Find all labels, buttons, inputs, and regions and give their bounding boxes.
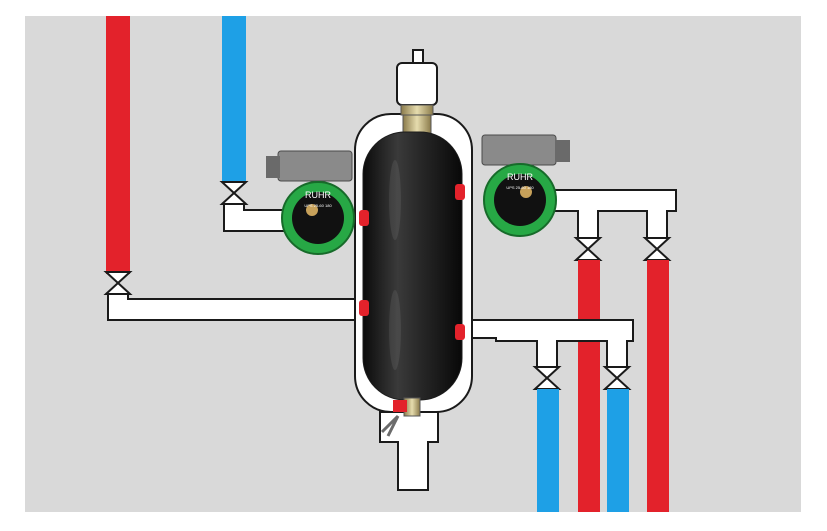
drain-valve-icon — [380, 397, 421, 437]
pump-left-model: UPS 25-60 180 — [304, 203, 332, 208]
cold-pipe-right-a — [537, 389, 559, 512]
valve-icon — [532, 366, 562, 390]
pump-right-brand: RUHR — [507, 172, 533, 182]
cold-pipe-right-b — [607, 389, 629, 512]
right-lower-manifold — [469, 319, 634, 368]
pump-left-brand: RUHR — [305, 190, 331, 200]
tank-port-left-lower — [359, 300, 369, 316]
hot-pipe-right-b — [647, 260, 669, 512]
pump-right-model: UPS 25-60 180 — [506, 185, 534, 190]
cold-pipe-top-riser — [222, 16, 246, 182]
hot-pipe-left-riser — [106, 16, 130, 274]
tank-port-right-upper — [455, 184, 465, 200]
tank-port-right-lower — [455, 324, 465, 340]
air-vent-icon — [396, 49, 438, 134]
right-upper-manifold — [547, 189, 677, 239]
tank-port-left-upper — [359, 210, 369, 226]
hydraulic-separator-icon — [362, 131, 463, 401]
circulation-pump-icon: RUHR UPS 25-60 180 — [266, 150, 355, 255]
hot-pipe-right-a — [578, 260, 600, 512]
bottom-outlet-connector — [379, 411, 439, 491]
circulation-pump-icon: RUHR UPS 25-60 180 — [481, 134, 570, 237]
